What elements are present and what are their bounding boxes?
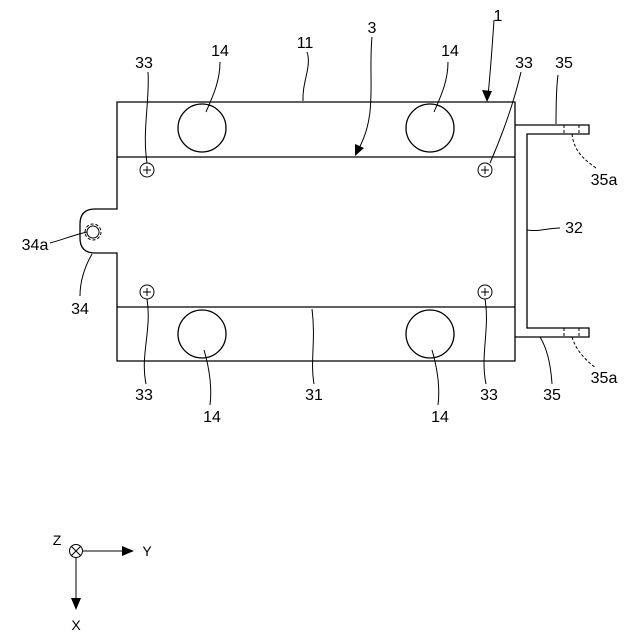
label-34a: 34a <box>22 237 49 254</box>
circle-14-bottom-left <box>178 310 226 358</box>
label-33-top-left: 33 <box>135 55 153 72</box>
label-33-top-right: 33 <box>515 55 533 72</box>
circle-14-bottom-right <box>406 310 454 358</box>
screw-33-top-left <box>140 163 154 177</box>
arrow-1 <box>482 90 492 102</box>
label-31: 31 <box>305 387 323 404</box>
label-14-bottom-right: 14 <box>431 409 449 426</box>
z-axis-into-page-icon <box>70 545 83 558</box>
axis-label-y: Y <box>142 543 152 559</box>
label-14-top-right: 14 <box>441 43 459 60</box>
y-axis-arrow-icon <box>122 546 134 556</box>
screw-33-bottom-right <box>478 285 492 299</box>
arrow-3 <box>355 144 364 156</box>
circle-14-top-left <box>178 104 226 152</box>
label-35a-top: 35a <box>591 172 618 189</box>
screw-33-top-right <box>478 163 492 177</box>
hole-35a-top <box>564 125 579 134</box>
screw-33-bottom-left <box>140 285 154 299</box>
label-1: 1 <box>494 8 503 25</box>
hole-35a-bottom <box>564 328 579 337</box>
hole-34a <box>85 224 101 240</box>
label-35-top: 35 <box>555 55 573 72</box>
x-axis-arrow-icon <box>71 598 81 610</box>
axis-label-z: Z <box>53 532 62 548</box>
label-34: 34 <box>71 301 89 318</box>
axis-label-x: X <box>71 617 81 633</box>
label-33-bottom-right: 33 <box>480 387 498 404</box>
coordinate-axes: Z Y X <box>53 532 153 633</box>
label-11: 11 <box>297 35 314 52</box>
label-35a-bottom: 35a <box>591 370 618 387</box>
label-35-bottom: 35 <box>543 387 561 404</box>
label-33-bottom-left: 33 <box>135 387 153 404</box>
label-14-top-left: 14 <box>211 43 229 60</box>
label-3: 3 <box>368 20 377 37</box>
leader-lines <box>50 20 596 405</box>
circle-14-top-right <box>406 104 454 152</box>
label-32: 32 <box>565 220 583 237</box>
label-14-bottom-left: 14 <box>203 409 221 426</box>
